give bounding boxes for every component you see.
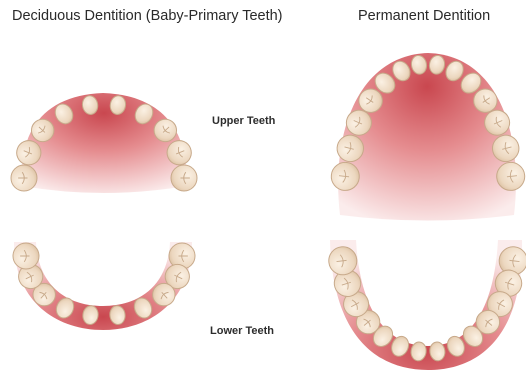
lower-teeth-label: Lower Teeth xyxy=(210,325,274,337)
tooth xyxy=(11,165,37,191)
tooth xyxy=(13,243,39,269)
tooth xyxy=(171,165,197,191)
deciduous-upper-palate xyxy=(22,93,187,193)
upper-teeth-label: Upper Teeth xyxy=(212,115,275,127)
permanent-upper-palate xyxy=(338,53,516,221)
